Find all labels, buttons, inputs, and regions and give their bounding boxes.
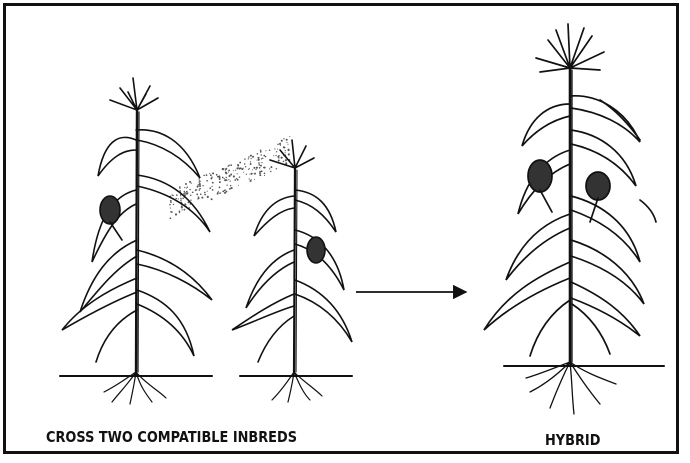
hybrid-plant xyxy=(484,24,664,414)
inbreds-caption: CROSS TWO COMPATIBLE INBREDS xyxy=(46,428,297,446)
hybrid-caption: HYBRID xyxy=(545,431,600,449)
inbred-plant-1 xyxy=(60,78,212,404)
pollen-cloud xyxy=(169,136,290,219)
inbred-plant-2 xyxy=(232,140,352,402)
